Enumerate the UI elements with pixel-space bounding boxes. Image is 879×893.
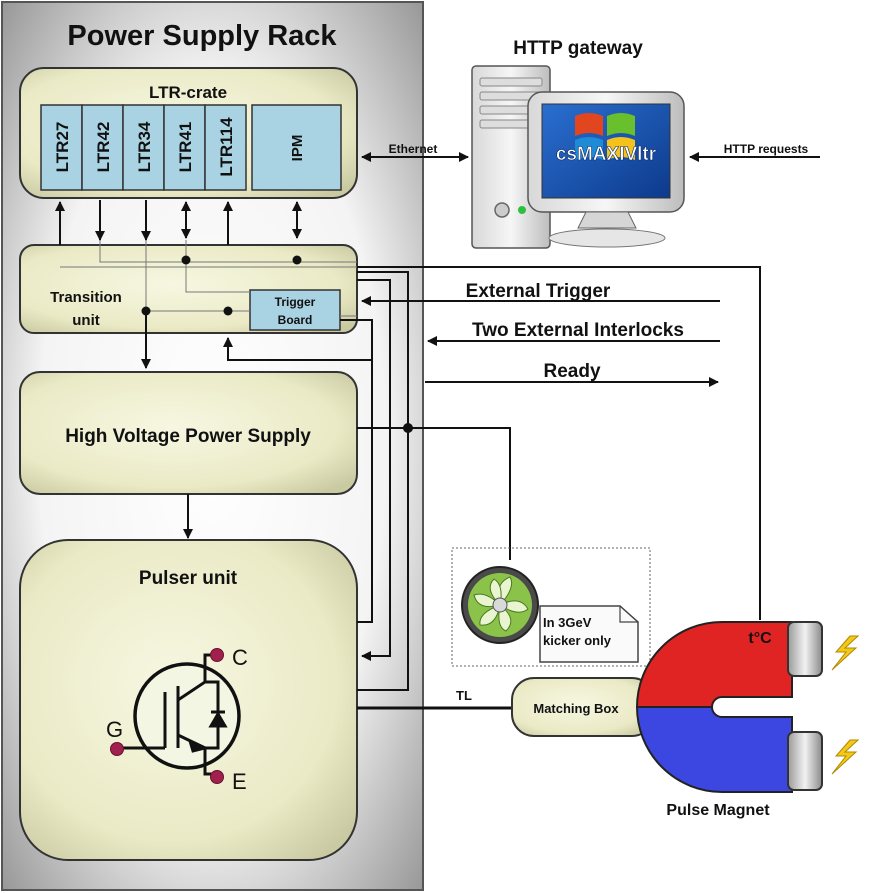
external-wiring <box>340 152 820 710</box>
module-ltr42-label: LTR42 <box>94 122 113 173</box>
module-ltr27-label: LTR27 <box>53 122 72 173</box>
matching-box: Matching Box <box>511 677 655 737</box>
pulse-magnet-label: Pulse Magnet <box>666 802 770 819</box>
external-trigger-label: External Trigger <box>466 281 611 302</box>
http-gateway-computer: HTTP gateway csMAXIVltr <box>471 38 685 249</box>
module-ltr34 <box>122 104 165 191</box>
fan-note-line1: In 3GeV <box>543 615 592 630</box>
hv-power-supply: High Voltage Power Supply <box>19 371 358 495</box>
gateway-screen-text: csMAXIVltr <box>556 144 657 165</box>
igbt-symbol <box>118 653 241 776</box>
pulser-unit-label: Pulser unit <box>139 568 238 589</box>
transition-unit-line2: unit <box>72 312 100 329</box>
collector-terminal <box>210 648 224 662</box>
module-ltr41-label: LTR41 <box>176 122 195 173</box>
trigger-board-line2: Board <box>278 313 313 327</box>
http-requests-label: HTTP requests <box>724 142 809 156</box>
ltr-crate-title: LTR-crate <box>149 83 227 102</box>
lightning-icon <box>831 635 860 775</box>
emitter-label: E <box>232 769 247 794</box>
module-ltr41 <box>163 104 206 191</box>
pulse-magnet: t°C Pulse Magnet <box>635 621 823 819</box>
fan-group: In 3GeV kicker only <box>451 547 651 667</box>
gate-label: G <box>106 717 123 742</box>
interlocks-label: Two External Interlocks <box>472 320 684 341</box>
windows-logo-icon <box>575 113 635 160</box>
fan-note-line2: kicker only <box>543 633 612 648</box>
hv-power-supply-label: High Voltage Power Supply <box>65 426 311 447</box>
module-ltr34-label: LTR34 <box>135 121 154 172</box>
gate-terminal <box>110 742 124 756</box>
collector-label: C <box>232 645 248 670</box>
rack-title: Power Supply Rack <box>67 20 337 52</box>
ltr-crate: LTR-crate LTR27 LTR42 LTR34 LTR41 LTR114… <box>19 67 358 199</box>
module-ipm-label: IPM <box>289 135 306 162</box>
matching-box-label: Matching Box <box>533 701 619 716</box>
module-ltr114 <box>204 104 247 191</box>
temperature-label: t°C <box>748 630 772 647</box>
transition-unit-line1: Transition <box>50 289 122 306</box>
fan-icon <box>461 566 539 644</box>
emitter-terminal <box>210 770 224 784</box>
gateway-title: HTTP gateway <box>513 38 643 59</box>
trigger-board-line1: Trigger <box>275 295 316 309</box>
tl-label: TL <box>456 688 472 703</box>
ready-label: Ready <box>543 361 600 382</box>
fan-note <box>539 605 639 663</box>
module-ltr114-label: LTR114 <box>217 117 236 177</box>
trigger-board: Trigger Board <box>249 289 341 331</box>
module-ipm <box>251 104 342 191</box>
ethernet-label: Ethernet <box>389 142 438 156</box>
igbt-terminals <box>110 648 224 784</box>
crate-transition-arrows <box>55 200 302 245</box>
